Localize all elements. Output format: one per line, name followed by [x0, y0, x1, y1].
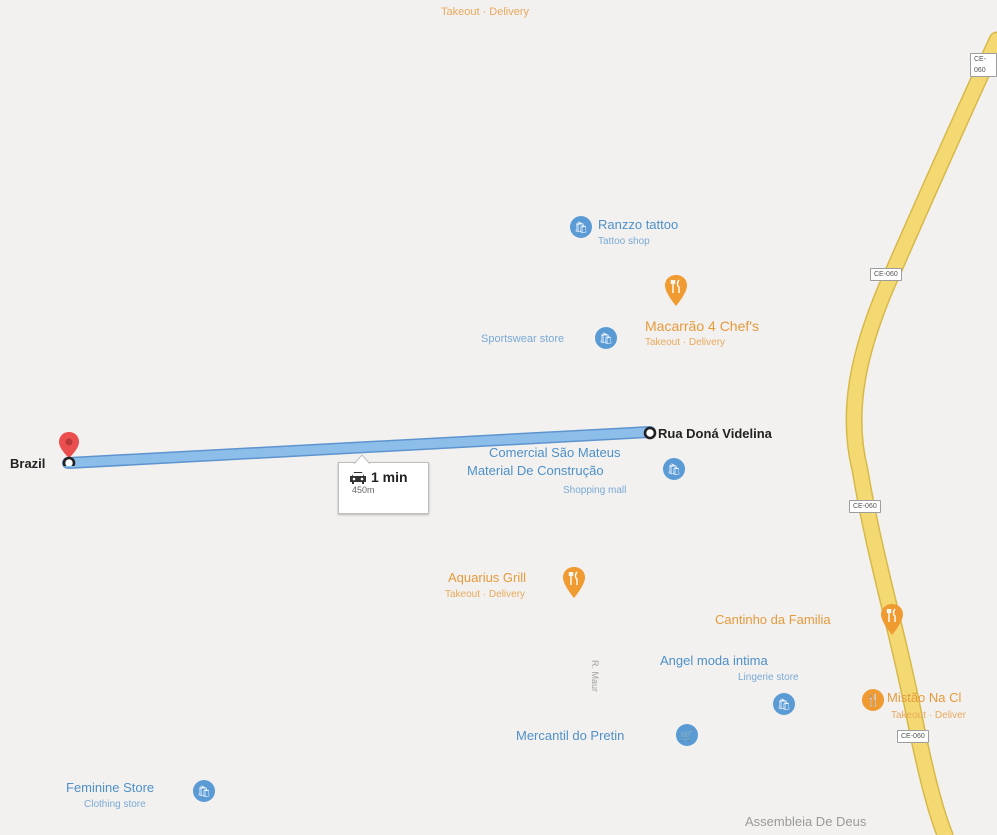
- poi-comercial-category: Shopping mall: [563, 485, 627, 496]
- poi-mercantil-name[interactable]: Mercantil do Pretin: [516, 728, 625, 743]
- poi-sportswear-name[interactable]: Sportswear store: [481, 333, 565, 345]
- shopping-bag-icon[interactable]: 🛍: [193, 780, 215, 802]
- shopping-cart-icon[interactable]: 🛒: [676, 724, 698, 746]
- route-info-callout[interactable]: 1 min 450m: [338, 454, 429, 514]
- poi-mistao-name[interactable]: Mistão Na Cl: [887, 690, 962, 705]
- highway-shield: CE-060: [870, 268, 902, 281]
- poi-angel-name[interactable]: Angel moda intima: [660, 653, 768, 668]
- origin-label[interactable]: Brazil: [10, 456, 46, 471]
- shopping-bag-icon[interactable]: 🛍: [773, 693, 795, 715]
- street-label: R. Maur: [590, 660, 600, 693]
- poi-cantinho-name[interactable]: Cantinho da Familia: [715, 612, 831, 627]
- highway-shield: CE-060: [849, 500, 881, 513]
- poi-aquarius-category: Takeout · Delivery: [445, 589, 526, 600]
- poi-comercial-name-2[interactable]: Material De Construção: [467, 463, 604, 478]
- poi-feminine-name[interactable]: Feminine Store: [66, 780, 155, 795]
- poi-comercial-name[interactable]: Comercial São Mateus: [489, 445, 621, 460]
- poi-angel-category: Lingerie store: [738, 672, 799, 683]
- highway-shield: CE-060: [970, 53, 997, 77]
- poi-mistao-category: Takeout · Deliver: [891, 710, 967, 721]
- poi-assembleia-name[interactable]: Assembleia De Deus: [745, 814, 867, 829]
- shopping-bag-icon[interactable]: 🛍: [663, 458, 685, 480]
- destination-label[interactable]: Rua Doná Videlina: [658, 426, 772, 441]
- car-icon: [350, 472, 366, 484]
- poi-macarrao-category: Takeout · Delivery: [645, 337, 726, 348]
- highway-shield: CE-060: [897, 730, 929, 743]
- fork-knife-icon[interactable]: 🍴: [862, 689, 884, 711]
- route-duration: 1 min: [371, 469, 408, 485]
- destination-circle-icon[interactable]: [642, 425, 658, 441]
- poi-aquarius-name[interactable]: Aquarius Grill: [448, 570, 527, 585]
- poi-ranzzo-name[interactable]: Ranzzo tattoo: [598, 217, 679, 232]
- origin-pin-icon[interactable]: [56, 430, 82, 466]
- shopping-bag-icon[interactable]: 🛍: [595, 327, 617, 349]
- callout-pointer-icon: [354, 454, 370, 464]
- route-distance: 450m: [352, 485, 375, 495]
- poi-ranzzo-category: Tattoo shop: [598, 236, 650, 247]
- poi-macarrao-name[interactable]: Macarrão 4 Chef's: [645, 318, 759, 334]
- fork-knife-icon[interactable]: [663, 274, 689, 308]
- poi-feminine-category: Clothing store: [84, 799, 146, 810]
- shopping-bag-icon[interactable]: 🛍: [570, 216, 592, 238]
- fork-knife-icon[interactable]: [561, 566, 587, 600]
- fork-knife-icon[interactable]: [879, 603, 905, 637]
- top-cut-label: Takeout · Delivery: [441, 6, 530, 18]
